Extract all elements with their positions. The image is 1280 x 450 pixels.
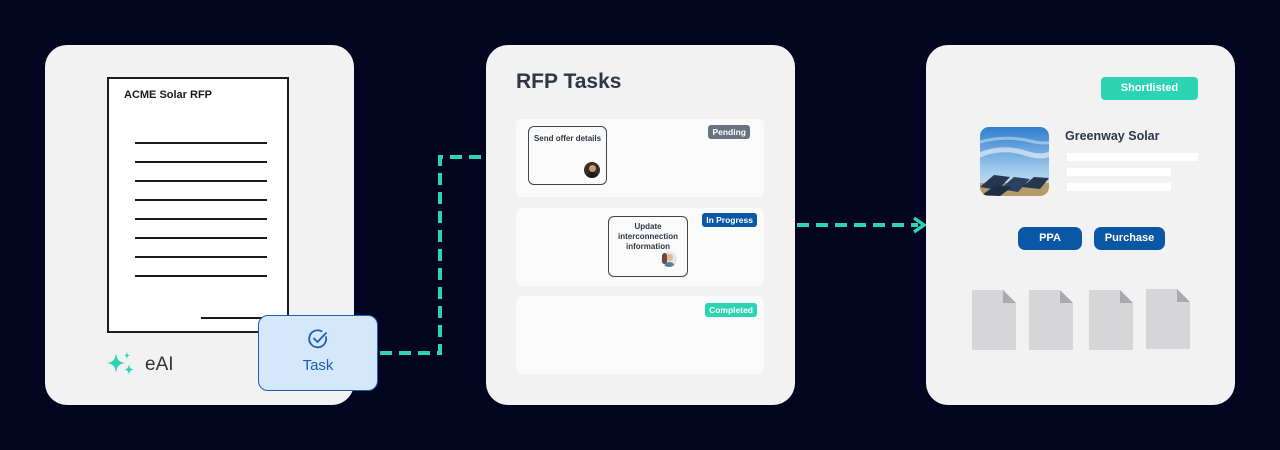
sparkles-icon: [107, 352, 134, 375]
document-text-line: [135, 256, 267, 258]
task-board-panel: RFP Tasks Pending Send offer details In …: [486, 45, 795, 405]
lane-pending: Pending Send offer details: [516, 119, 764, 197]
brand-name: eAI: [145, 354, 174, 375]
lane-in-progress: In Progress Update interconnection infor…: [516, 208, 764, 286]
board-title: RFP Tasks: [516, 70, 622, 93]
status-badge-pending: Pending: [708, 125, 750, 139]
task-card[interactable]: Send offer details: [528, 126, 607, 185]
assignee-avatar: [661, 251, 677, 267]
assignee-avatar: [584, 162, 600, 178]
rfp-document: ACME Solar RFP: [107, 77, 289, 333]
document-text-line: [135, 237, 267, 239]
task-button[interactable]: Task: [258, 315, 378, 391]
task-card-title: Send offer details: [533, 134, 602, 143]
document-text-line: [135, 275, 267, 277]
task-card[interactable]: Update interconnection information: [608, 216, 688, 277]
task-card-title: Update interconnection information: [617, 222, 678, 251]
solar-panels-image: [980, 127, 1049, 196]
placeholder-line: [1067, 183, 1171, 191]
purchase-button[interactable]: Purchase: [1094, 227, 1165, 250]
task-button-label: Task: [302, 357, 334, 374]
rfp-document-panel: ACME Solar RFP eAI: [45, 45, 354, 405]
board-to-vendor-arrowhead: [912, 216, 928, 234]
ppa-button[interactable]: PPA: [1018, 227, 1082, 250]
placeholder-line: [1067, 153, 1198, 161]
placeholder-line: [1067, 168, 1171, 176]
file-icon: [1029, 290, 1073, 350]
file-icon: [1089, 290, 1133, 350]
status-badge-in-progress: In Progress: [702, 213, 757, 227]
check-circle-icon: [308, 329, 328, 349]
document-title: ACME Solar RFP: [124, 89, 213, 101]
file-icon: [1146, 289, 1190, 349]
vendor-panel: Shortlisted Greenway Solar PPA Purchase: [926, 45, 1235, 405]
lane-completed: Completed: [516, 296, 764, 374]
shortlisted-badge: Shortlisted: [1101, 77, 1198, 100]
status-badge-completed: Completed: [705, 303, 757, 317]
document-text-line: [135, 180, 267, 182]
document-text-line: [135, 142, 267, 144]
brand-logo: eAI: [105, 351, 174, 379]
document-text-line: [135, 218, 267, 220]
vendor-name: Greenway Solar: [1065, 129, 1160, 143]
signature-line: [201, 317, 267, 319]
document-text-line: [135, 199, 267, 201]
file-icon: [972, 290, 1016, 350]
document-text-line: [135, 161, 267, 163]
